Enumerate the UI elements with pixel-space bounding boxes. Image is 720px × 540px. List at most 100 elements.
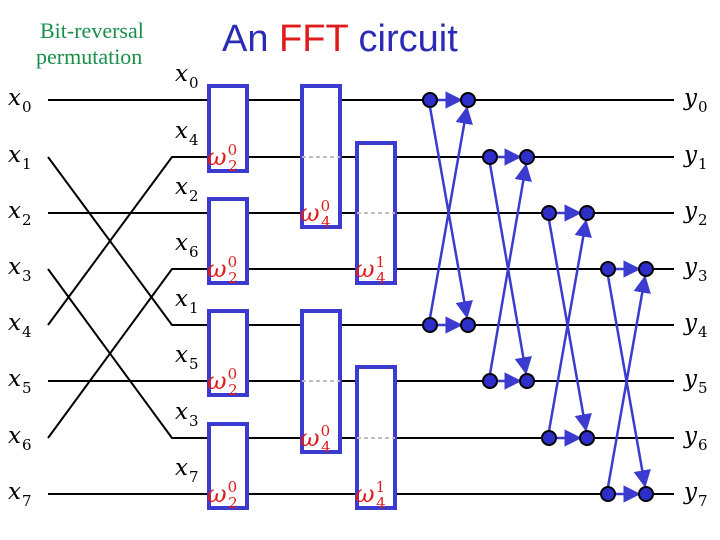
butterfly-node — [519, 149, 535, 165]
twiddle-stage1-superscript: 0 — [228, 365, 238, 383]
butterfly-node — [579, 430, 595, 446]
output-label-base: y — [683, 366, 698, 392]
output-label: y4 — [683, 310, 708, 341]
twiddle-stage1-subscript: 2 — [228, 157, 238, 175]
butterfly-node — [482, 149, 498, 165]
twiddle-stage1-base: ω — [207, 143, 227, 171]
twiddle-stage2-subscript: 4 — [321, 438, 331, 456]
butterfly-box-stage1 — [207, 84, 249, 173]
output-label-subscript: 1 — [698, 155, 708, 173]
twiddle-stage1-superscript: 0 — [228, 478, 238, 496]
output-label-base: y — [683, 142, 698, 168]
caption-line-2: permutation — [36, 44, 143, 69]
title-suffix: circuit — [348, 18, 458, 60]
output-label-subscript: 4 — [698, 323, 708, 341]
output-label-subscript: 7 — [698, 492, 708, 510]
permuted-label: x0 — [175, 61, 199, 92]
title-highlight: FFT — [279, 18, 348, 60]
permuted-label-base: x — [175, 399, 188, 425]
twiddle-stage1-base: ω — [207, 255, 227, 283]
twiddle-stage2-base: ω — [355, 480, 375, 508]
input-label-base: x — [8, 423, 21, 449]
permuted-label-base: x — [175, 455, 188, 481]
output-label: y7 — [683, 479, 708, 510]
input-label-base: x — [8, 198, 21, 224]
wire-3 — [47, 268, 674, 439]
twiddle-stage2-superscript: 0 — [321, 197, 331, 215]
butterfly-arrow-up — [547, 219, 592, 432]
butterfly-node — [541, 430, 557, 446]
input-label-subscript: 6 — [22, 436, 32, 454]
permuted-label-base: x — [175, 61, 188, 87]
permuted-label-subscript: 7 — [189, 468, 199, 486]
twiddle-stage1-superscript: 0 — [228, 141, 238, 159]
twiddle-stage2-superscript: 1 — [376, 478, 386, 496]
input-label: x7 — [8, 479, 32, 510]
input-label-subscript: 3 — [22, 267, 32, 285]
twiddle-stage2-subscript: 4 — [376, 494, 386, 512]
permuted-label-subscript: 2 — [189, 187, 199, 205]
permuted-label: x2 — [175, 174, 199, 205]
permuted-label-base: x — [175, 174, 188, 200]
butterfly-box-stage1 — [207, 422, 249, 510]
permuted-label-subscript: 6 — [189, 243, 199, 261]
twiddle-stage1-subscript: 2 — [228, 269, 238, 287]
input-label: x2 — [8, 198, 32, 229]
input-label: x6 — [8, 423, 32, 454]
wire-6 — [47, 268, 674, 439]
input-label-base: x — [8, 479, 21, 505]
butterfly-arrow-up — [606, 275, 651, 488]
butterfly-node — [541, 205, 557, 221]
permuted-label: x1 — [175, 286, 199, 317]
butterfly-node — [460, 317, 476, 333]
permuted-label-subscript: 5 — [189, 355, 199, 373]
output-label-base: y — [683, 479, 698, 505]
butterfly-node — [460, 92, 476, 108]
butterfly-node — [600, 261, 616, 277]
output-label-base: y — [683, 254, 698, 280]
permuted-label-subscript: 4 — [189, 131, 199, 149]
twiddle-stage2-base: ω — [300, 424, 320, 452]
input-label-base: x — [8, 254, 21, 280]
butterfly-node — [422, 92, 438, 108]
twiddle-stage1-subscript: 2 — [228, 494, 238, 512]
twiddle-stage2-superscript: 0 — [321, 422, 331, 440]
output-label: y5 — [683, 366, 708, 397]
twiddle-stage1-subscript: 2 — [228, 381, 238, 399]
input-label-subscript: 7 — [22, 492, 32, 510]
output-label: y2 — [683, 198, 708, 229]
input-label: x0 — [8, 85, 32, 116]
permuted-label: x5 — [175, 342, 199, 373]
twiddle-stage1-superscript: 0 — [228, 253, 238, 271]
output-label: y0 — [683, 85, 708, 116]
input-label: x3 — [8, 254, 32, 285]
input-label-subscript: 1 — [22, 155, 32, 173]
output-label-base: y — [683, 198, 698, 224]
butterfly-arrow-up — [488, 163, 532, 375]
permuted-label-subscript: 1 — [189, 299, 199, 317]
output-label: y6 — [683, 423, 708, 454]
butterfly-box-stage1 — [207, 309, 249, 397]
twiddle-stage2-base: ω — [355, 255, 375, 283]
input-label-base: x — [8, 366, 21, 392]
permuted-label-base: x — [175, 118, 188, 144]
output-label: y3 — [683, 254, 708, 285]
output-label-base: y — [683, 423, 698, 449]
twiddle-stage2-subscript: 4 — [321, 213, 331, 231]
input-label-subscript: 5 — [22, 379, 32, 397]
twiddle-stage1-base: ω — [207, 367, 227, 395]
slide-title: An FFT circuit — [222, 16, 458, 62]
permuted-label-subscript: 3 — [189, 412, 199, 430]
output-label: y1 — [683, 142, 708, 173]
butterfly-node — [638, 486, 654, 502]
title-prefix: An — [222, 18, 280, 60]
input-label-base: x — [8, 142, 21, 168]
permuted-label: x4 — [175, 118, 199, 149]
